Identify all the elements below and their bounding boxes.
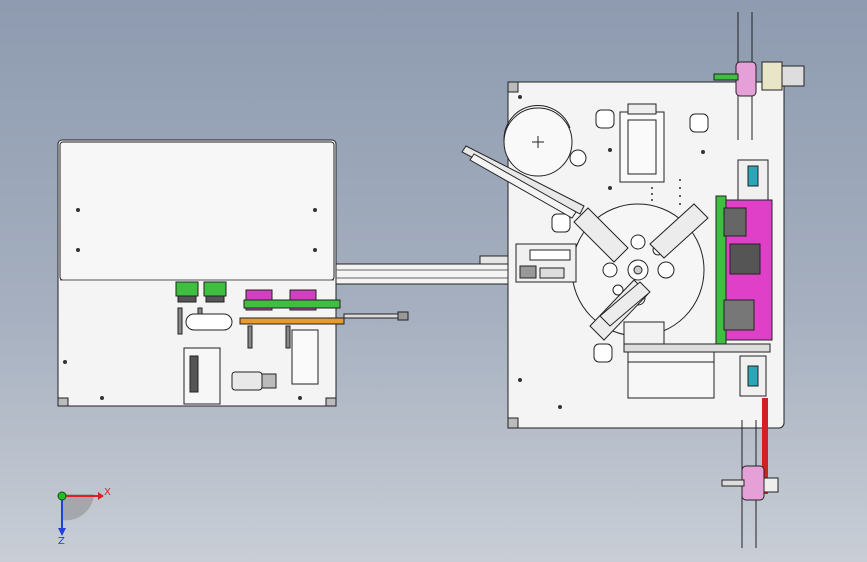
rotary-arms — [573, 203, 709, 341]
left-corner-feet — [57, 397, 337, 407]
push-rod — [343, 311, 409, 321]
gripper-row — [175, 281, 345, 325]
sensor-dots — [651, 179, 681, 205]
plate-cutouts — [551, 109, 709, 363]
top-pulley — [713, 61, 805, 97]
triad-x-label: X — [104, 487, 111, 498]
bottom-pulley — [721, 465, 779, 501]
right-plate-screws — [518, 95, 705, 409]
left-station — [515, 243, 577, 283]
material-reel — [503, 105, 587, 177]
triad-y-dot — [57, 491, 67, 501]
connecting-beam — [335, 255, 511, 285]
feed-chute — [461, 145, 585, 219]
bottom-station — [623, 321, 771, 399]
left-top-cover — [59, 141, 335, 281]
left-slot-cutout — [185, 313, 233, 331]
left-cover-screws — [63, 208, 317, 400]
side-actuator — [715, 159, 773, 397]
right-module — [461, 12, 805, 548]
left-motor — [231, 371, 277, 391]
coordinate-triad: X Z — [57, 487, 111, 547]
left-rail — [291, 329, 319, 385]
upper-bracket — [619, 103, 665, 183]
triad-z-label: Z — [58, 536, 65, 547]
right-corner-feet — [507, 81, 519, 429]
left-control-box — [183, 347, 221, 405]
left-module — [57, 139, 409, 407]
